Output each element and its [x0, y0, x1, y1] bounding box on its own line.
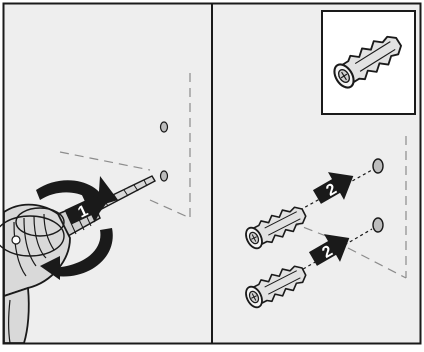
drill-hole-icon	[161, 171, 168, 181]
drill-hole-icon	[373, 218, 383, 232]
drill-hole-icon	[161, 122, 168, 132]
drill-hole-icon	[373, 159, 383, 173]
